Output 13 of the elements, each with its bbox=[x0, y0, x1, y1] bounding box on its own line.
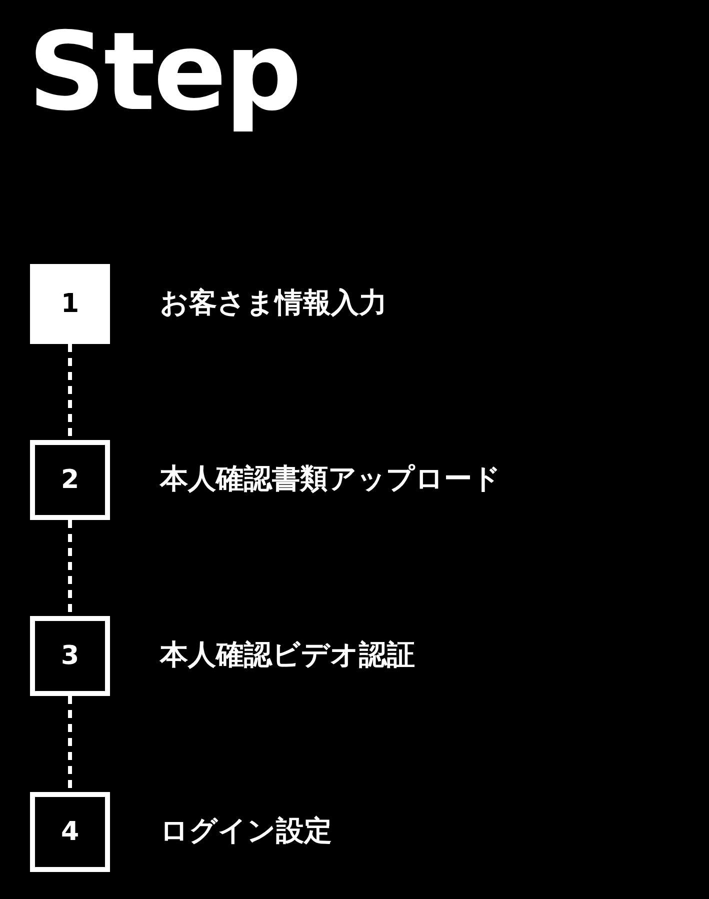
step-label: 本人確認ビデオ認証 bbox=[160, 638, 415, 672]
step-number-box bbox=[30, 792, 110, 872]
step-number: 4 bbox=[60, 817, 80, 847]
step-number: 1 bbox=[60, 289, 80, 319]
title: Step bbox=[28, 14, 300, 133]
step-number: 3 bbox=[60, 641, 80, 671]
step-label: 本人確認書類アップロード bbox=[160, 462, 501, 496]
step-label: お客さま情報入力 bbox=[160, 286, 387, 320]
step-number-box bbox=[30, 616, 110, 696]
step-number: 2 bbox=[60, 465, 80, 495]
step-number-box bbox=[30, 264, 110, 344]
step-label: ログイン設定 bbox=[160, 814, 332, 848]
step-number-box bbox=[30, 440, 110, 520]
